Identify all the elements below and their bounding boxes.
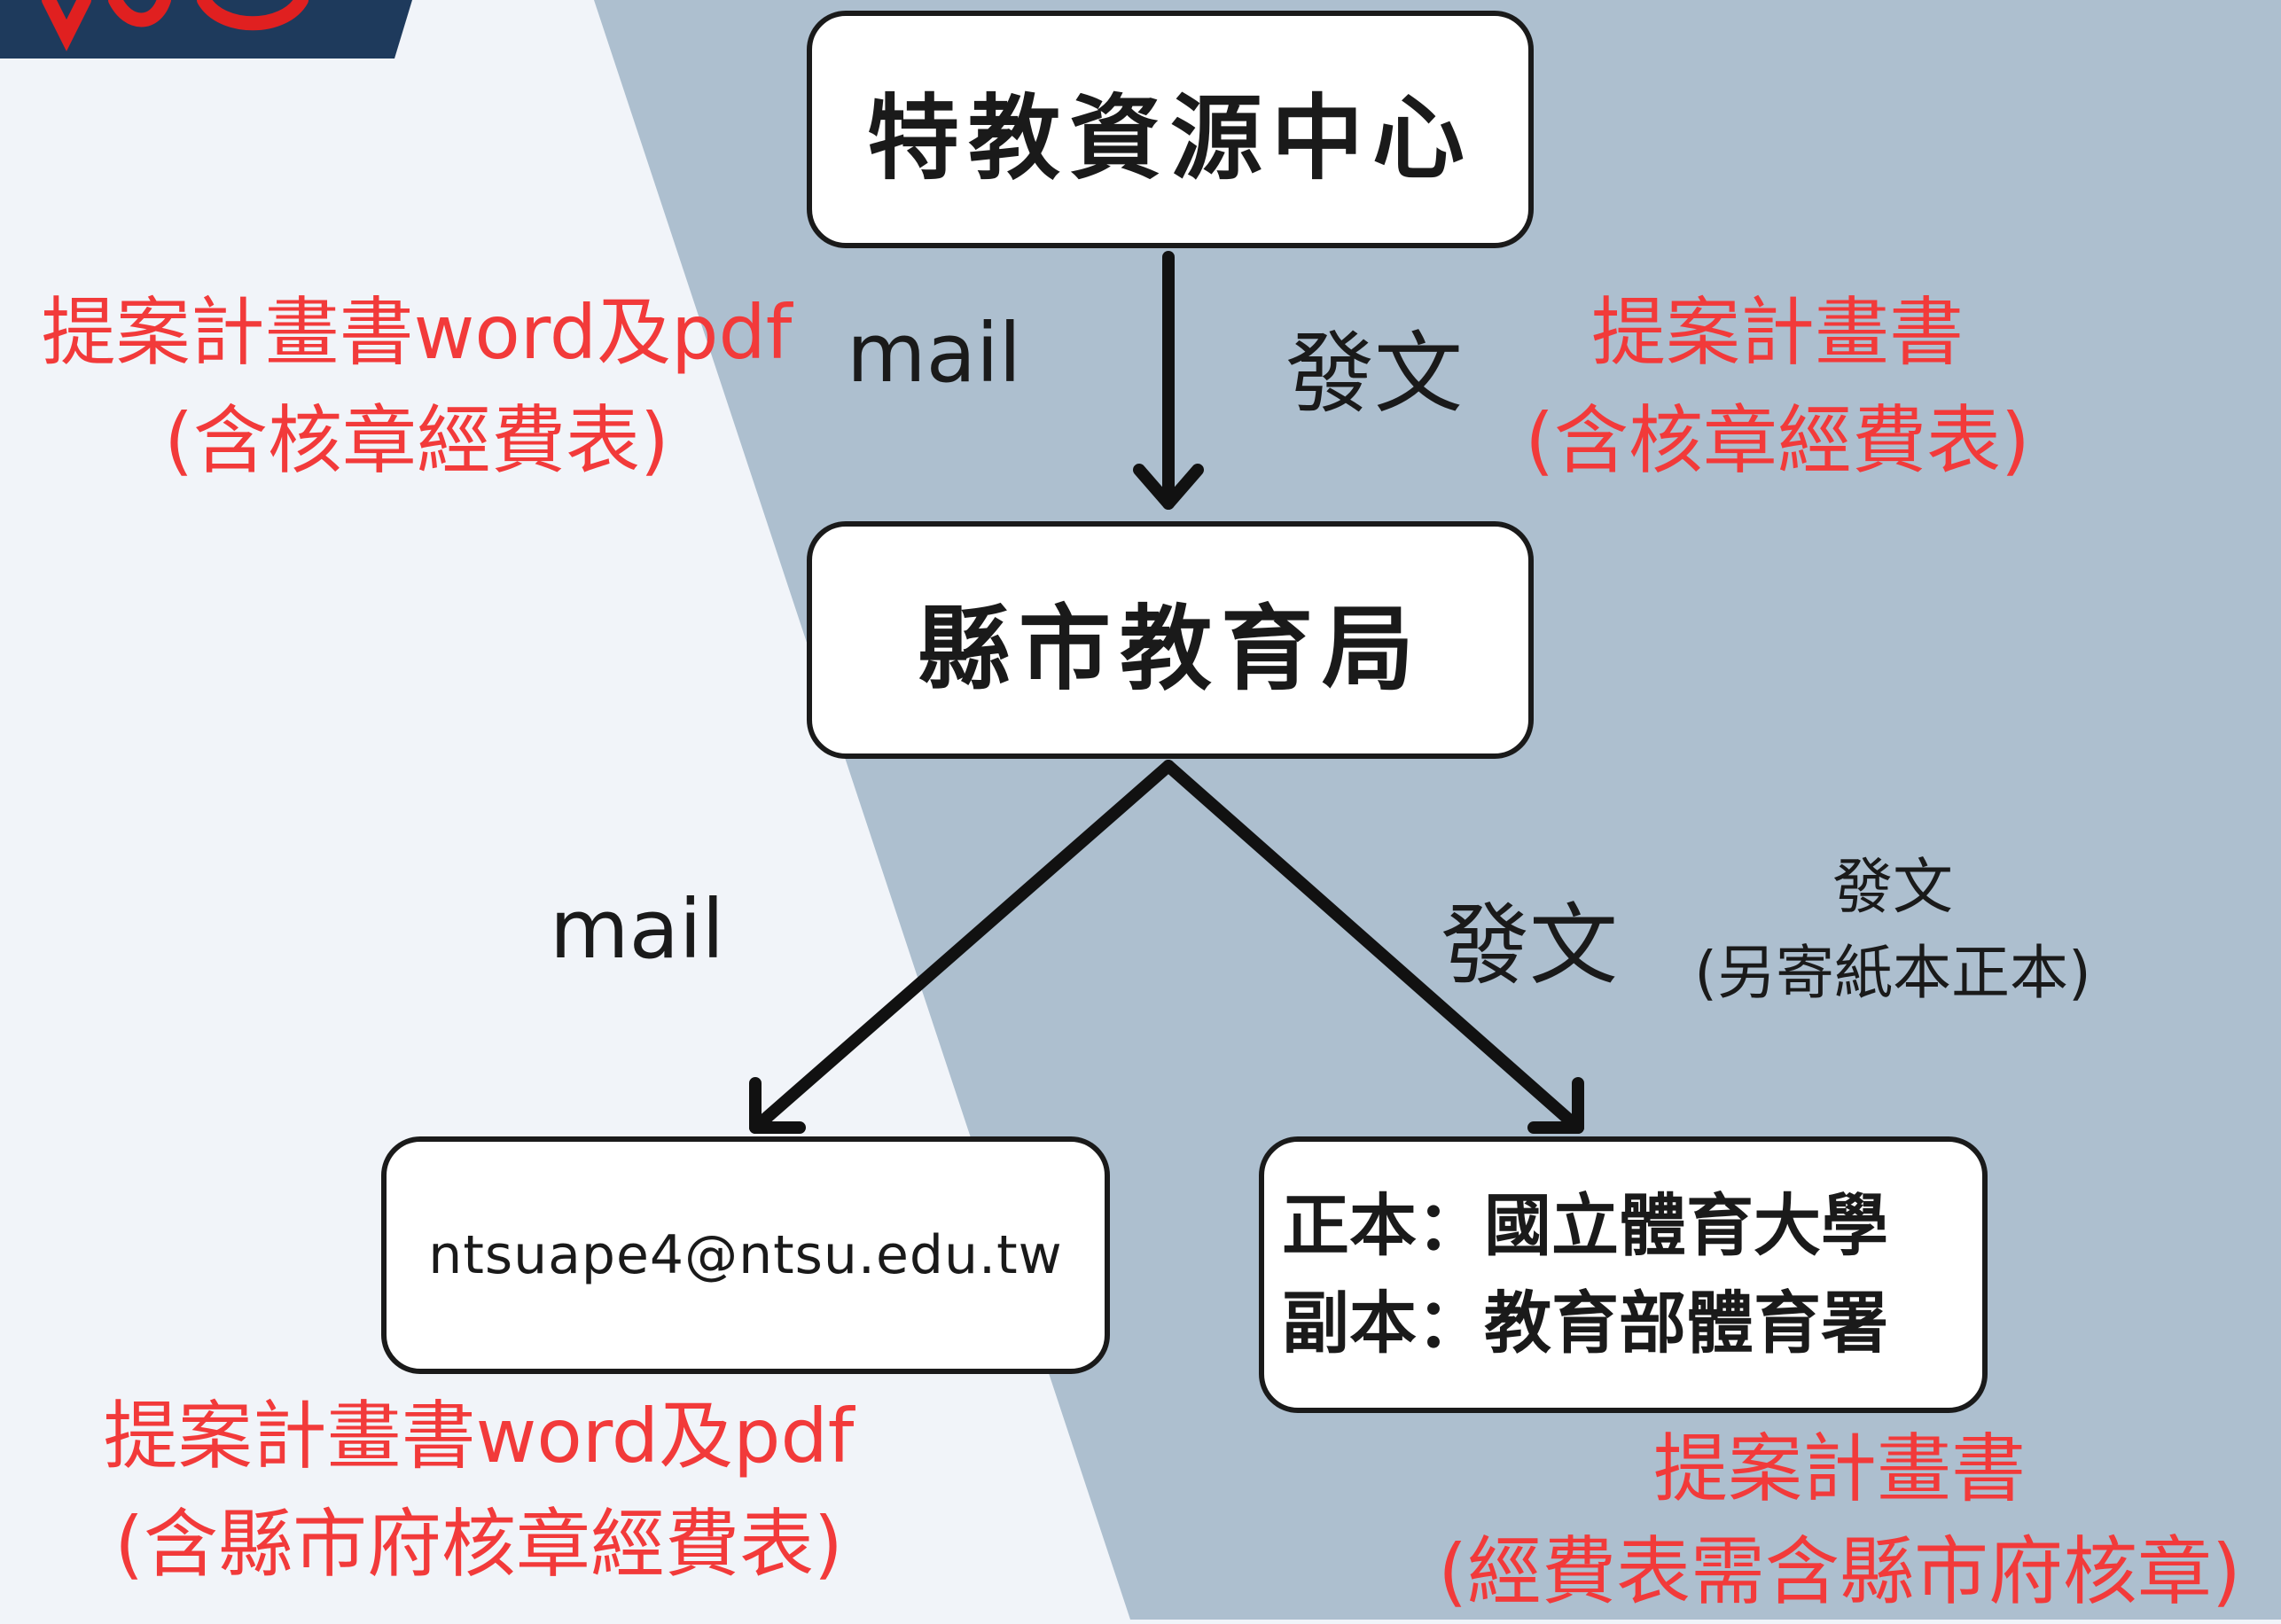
corner-banner-logo	[42, 0, 309, 51]
annotation-top-right-line2: (含核章經費表)	[1525, 396, 2030, 484]
node-email-address: ntsuape4@ntsu.edu.tw	[381, 1136, 1110, 1374]
node-resource-center: 特教資源中心	[807, 11, 1534, 248]
annotation-top-left-line1: 提案計畫書word及pdf	[41, 289, 793, 376]
edge-label-top-mail: mail	[847, 306, 1022, 401]
edge-note-right-line2: (另寄紙本正本)	[1694, 939, 2091, 1007]
edge-note-right-line1: 發文	[1832, 853, 1953, 923]
annotation-top-right-line1: 提案計畫書	[1590, 289, 1964, 376]
edge-label-right-dispatch: 發文	[1441, 894, 1618, 997]
node-education-bureau-title: 縣市教育局	[917, 594, 1423, 703]
recipient-original: 正本：國立體育大學	[1282, 1185, 1888, 1265]
recipient-copy: 副本：教育部體育署	[1282, 1284, 1888, 1362]
annotation-top-left: 提案計畫書word及pdf (含核章經費表)	[18, 279, 816, 496]
corner-banner	[0, 0, 412, 59]
annotation-bottom-right-line2: (經費表需含縣市府核章)	[1438, 1527, 2241, 1615]
email-address-text: ntsuape4@ntsu.edu.tw	[428, 1224, 1063, 1286]
node-recipient-agencies: 正本：國立體育大學 副本：教育部體育署	[1259, 1136, 1988, 1413]
edge-label-left-mail: mail	[550, 882, 725, 977]
annotation-bottom-right: 提案計畫書 (經費表需含縣市府核章)	[1414, 1418, 2265, 1624]
annotation-bottom-left-line2: (含縣市府核章經費表)	[114, 1500, 843, 1588]
node-resource-center-title: 特教資源中心	[866, 83, 1473, 192]
annotation-bottom-left: 提案計畫書word及pdf (含縣市府核章經費表)	[71, 1383, 887, 1599]
annotation-top-left-line2: (含核章經費表)	[164, 396, 669, 484]
edge-note-right: 發文 (另寄紙本正本)	[1667, 838, 2119, 1011]
annotation-top-right: 提案計畫書 (含核章經費表)	[1512, 279, 2043, 496]
node-education-bureau: 縣市教育局	[807, 521, 1534, 759]
edge-label-top-dispatch: 發文	[1285, 322, 1463, 426]
arrow-center-to-bureau	[1133, 251, 1204, 510]
annotation-bottom-right-line1: 提案計畫書	[1652, 1425, 2026, 1512]
arrow-bureau-to-agency	[1162, 760, 1584, 1134]
arrow-bureau-to-email	[749, 760, 1175, 1134]
annotation-bottom-left-line1: 提案計畫書word及pdf	[103, 1393, 855, 1480]
